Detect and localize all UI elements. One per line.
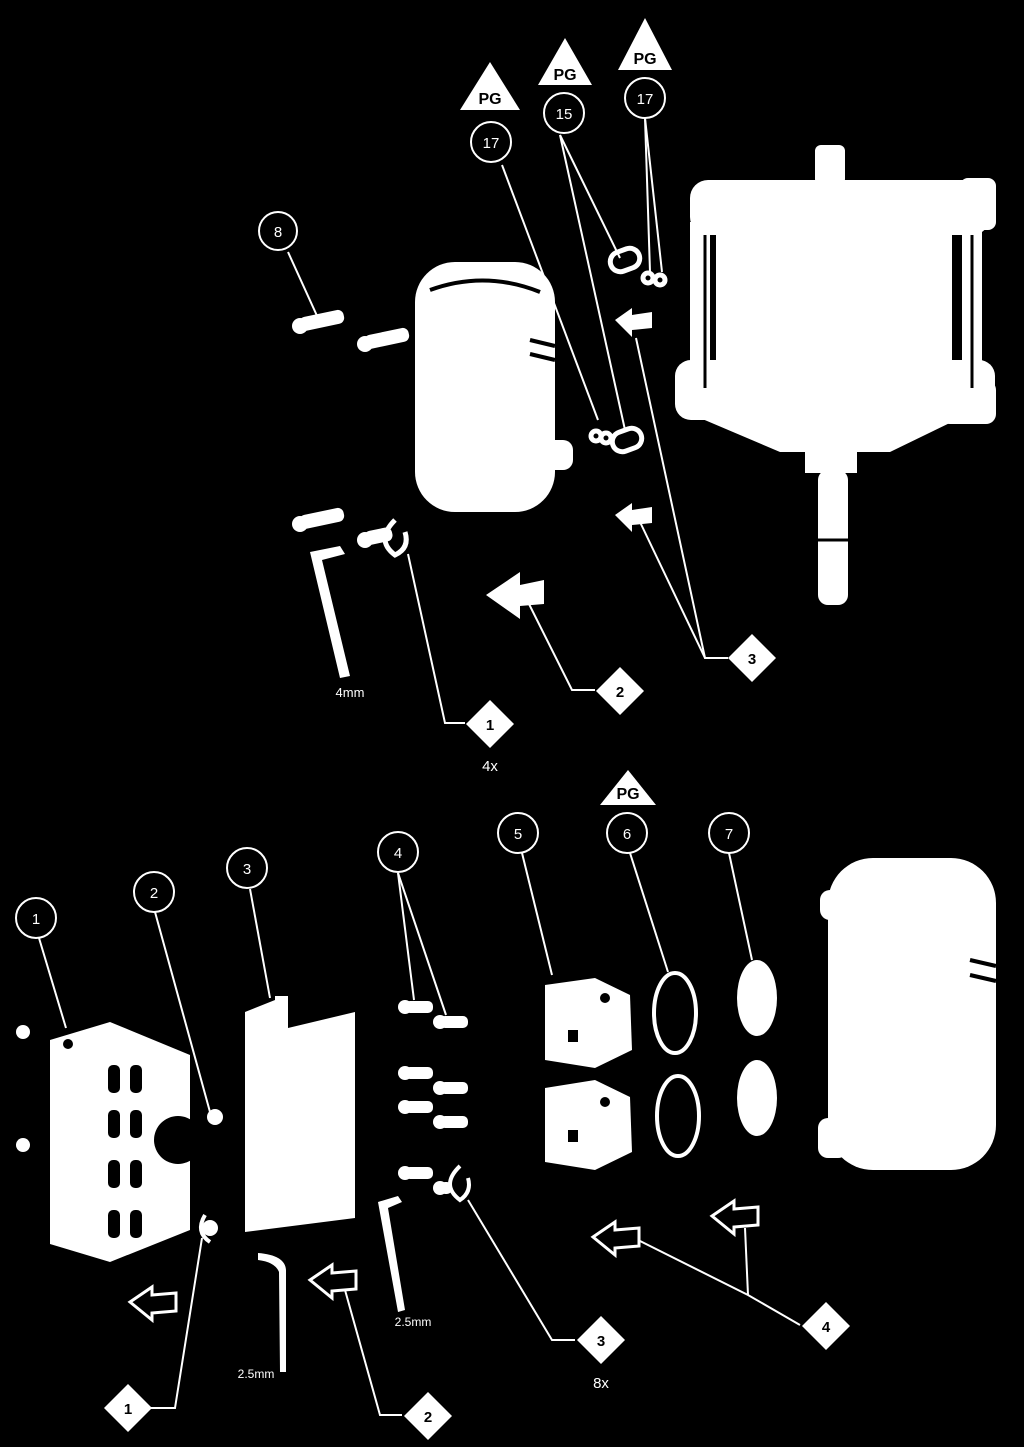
svg-text:3: 3 [597,1333,605,1350]
hex-key-4mm-label: 4mm [336,685,365,700]
grease-mark-pg: PG [460,62,520,110]
step-diamond-3: 3 [728,634,776,682]
actuator-body [675,145,996,605]
cover-housing-detail [429,278,556,362]
hex-key-2-5mm-label-a: 2.5mm [238,1367,275,1381]
svg-text:PG: PG [616,786,639,803]
lower-circlip-left [199,1213,212,1244]
svg-text:6: 6 [623,826,631,843]
o-rings [652,971,701,1158]
svg-text:17: 17 [483,135,500,152]
arrow-left-icon [615,503,652,532]
svg-text:2: 2 [150,885,158,902]
callout-3: 3 [226,847,268,889]
callout-17: 17 [470,121,512,163]
hex-key-2-5mm-icon [378,1196,405,1312]
callout-8: 8 [258,211,298,251]
svg-text:3: 3 [748,651,756,668]
svg-text:2: 2 [616,684,624,701]
callout-1: 1 [15,897,57,939]
face-plate [50,1022,202,1262]
step-diamond-3: 3 8x [577,1316,625,1392]
upper-circlip [382,518,409,558]
svg-text:1: 1 [32,911,40,928]
callout-6: 6 [606,812,648,854]
svg-text:8x: 8x [593,1375,609,1392]
svg-text:17: 17 [637,91,654,108]
face-plate-screws [16,1025,223,1236]
actuator-body-detail [703,235,974,542]
svg-text:2: 2 [424,1409,432,1426]
arrow-left-icon [615,308,652,337]
upper-callouts: 8 17 15 17 [258,77,666,251]
callout-15: 15 [543,92,585,134]
grease-mark-pg: PG [538,38,592,85]
callout-2: 2 [133,871,175,913]
svg-text:PG: PG [633,51,656,68]
svg-text:5: 5 [514,826,522,843]
svg-text:PG: PG [478,91,501,108]
upper-seals [588,245,668,455]
step-diamond-4: 4 [802,1302,850,1350]
grease-mark-pg: PG [600,770,656,805]
svg-text:1: 1 [124,1401,132,1418]
step-diamond-1: 1 [104,1384,152,1432]
svg-text:3: 3 [243,861,251,878]
arrow-left-icon [590,1219,641,1259]
callout-7: 7 [708,812,750,854]
lower-steps: 1 2 3 8x 4 [104,1302,850,1440]
svg-text:8: 8 [274,224,282,241]
lower-cover-housing [818,858,996,1170]
lower-callouts: 1 2 3 4 5 6 7 [15,812,750,939]
upper-grease-marks: PG PG PG [460,18,672,110]
callout-17: 17 [624,77,666,119]
hex-key-2-5mm-label-b: 2.5mm [395,1315,432,1329]
shield-plate [245,996,355,1232]
callout-4: 4 [377,831,419,873]
lower-leader-lines [38,852,801,1416]
svg-text:PG: PG [553,67,576,84]
step-diamond-2: 2 [596,667,644,715]
arrow-left-icon [709,1198,760,1238]
hex-key-4mm-icon [310,546,350,678]
arrow-left-icon [307,1262,358,1302]
upper-direction-arrows [486,308,652,619]
arrow-left-icon [486,572,544,619]
svg-text:7: 7 [725,826,733,843]
seal-discs [737,960,777,1136]
upper-leader-lines [287,117,728,724]
step-diamond-2: 2 [404,1392,452,1440]
lower-direction-arrows [127,1198,760,1324]
svg-text:1: 1 [486,717,494,734]
upper-steps: 1 4x 2 3 [466,634,776,775]
bearing-blocks [545,978,632,1170]
cover-housing [415,262,573,512]
svg-text:15: 15 [556,106,573,123]
lower-screws [398,1000,468,1195]
lower-circlip-right [448,1164,471,1203]
grease-mark-pg: PG [618,18,672,70]
callout-5: 5 [497,812,539,854]
arrow-left-icon [127,1284,178,1324]
step-diamond-1: 1 4x [466,700,514,775]
svg-text:4: 4 [822,1319,831,1336]
hex-key-2-5mm-icon [258,1253,286,1372]
bearing-block-detail [568,993,610,1142]
svg-text:4: 4 [394,845,402,862]
lower-cover-housing-detail [969,958,997,983]
svg-text:4x: 4x [482,758,498,775]
